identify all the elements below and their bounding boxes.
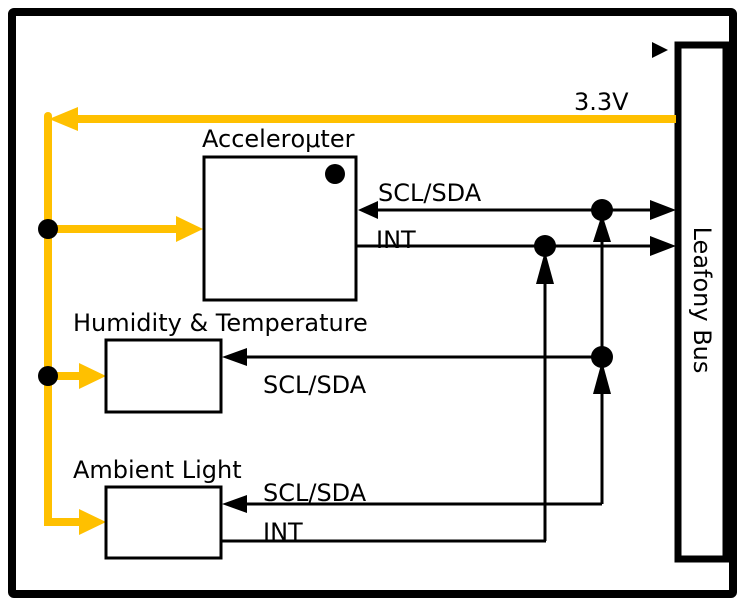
arrow-right-accel-int-icon [650,236,676,256]
arrow-left-accel-i2c-icon [358,201,378,219]
humidity-temperature-label: Humidity & Temperature [73,309,368,337]
humidity-temperature-box [104,338,223,414]
accelerometer-block [202,155,358,302]
arrow-up-i2c-lower-icon [593,361,611,394]
junction-dot-int-accel [534,235,556,257]
leafony-bus-label: Leafony Bus [688,227,716,374]
accelerometer-label: Accelerομter [202,125,355,153]
accel-i2c-label: SCL/SDA [378,179,482,207]
power-arrow-humidity-icon [79,363,106,389]
ambient-light-label: Ambient Light [73,456,242,484]
ambient-i2c-label: SCL/SDA [263,479,367,507]
signal-arrows [222,200,676,513]
arrow-left-ambient-i2c-icon [222,495,247,513]
pin1-dot-icon [325,164,345,184]
ambient-int-label: INT [263,518,303,546]
board-outline [8,8,737,598]
arrow-right-accel-i2c-icon [650,200,676,220]
accel-int-label: INT [376,226,416,254]
junction-dot-power-1 [38,219,58,239]
power-rail [38,107,676,535]
ambient-light-box [104,485,223,560]
power-arrow-accelerometer-icon [176,216,203,242]
junction-dot-power-2 [38,366,58,386]
arrow-left-humidity-i2c-icon [222,348,247,366]
power-arrow-left-icon [49,107,78,131]
power-arrow-ambient-icon [79,509,106,535]
humidity-i2c-label: SCL/SDA [263,371,367,399]
arrow-up-int-icon [536,251,554,284]
junction-dot-i2c-accel [591,199,613,221]
junction-dot-i2c-humidity [591,346,613,368]
leafony-bus-box [674,41,730,563]
power-rail-label: 3.3V [574,88,629,116]
arrow-up-i2c-upper-icon [593,214,611,242]
orientation-marker-icon [652,42,668,58]
